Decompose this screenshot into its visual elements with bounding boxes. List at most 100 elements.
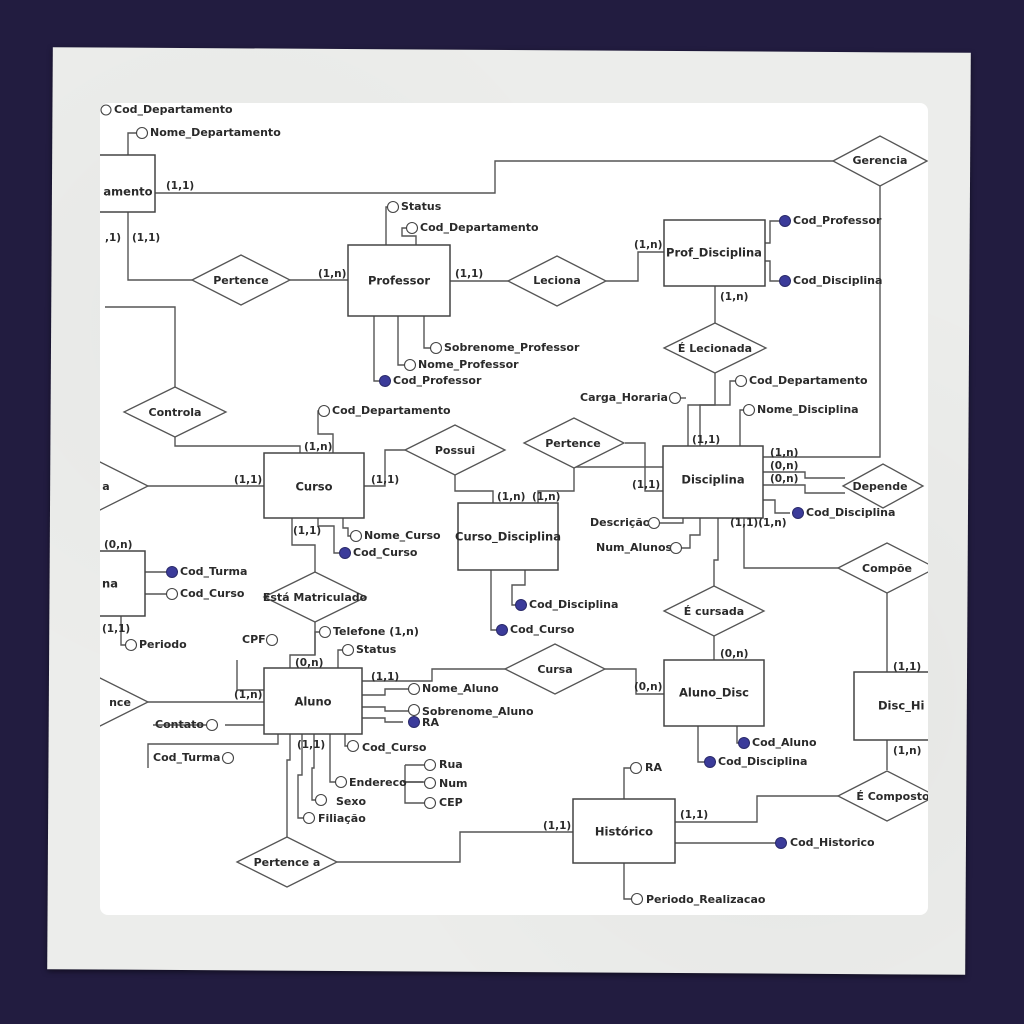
- attribute-aluno-cpf[interactable]: CPF: [242, 633, 279, 647]
- attribute-label: Cod_Turma: [153, 751, 220, 764]
- attribute-aluno-filiacao[interactable]: Filiação: [302, 811, 367, 825]
- attribute-icon: [386, 200, 400, 214]
- attribute-aluno-contato-struck[interactable]: Contato: [153, 718, 219, 732]
- relationship-pertence-a[interactable]: Pertence a: [235, 836, 339, 888]
- attribute-endereco-cep[interactable]: CEP: [423, 796, 463, 810]
- cardinality-label: (1,1): [166, 180, 194, 192]
- attribute-disc-cod-key[interactable]: Cod_Disciplina: [792, 506, 896, 519]
- attribute-aluno-cod-curso[interactable]: Cod_Curso: [346, 739, 427, 755]
- svg-text:Disciplina: Disciplina: [681, 473, 744, 487]
- attribute-aluno-telefone[interactable]: Telefone (1,n): [318, 625, 419, 639]
- key-attribute-icon: [339, 547, 351, 559]
- attribute-aluno-endereco[interactable]: Endereco: [334, 775, 408, 789]
- attribute-label: Cod_Departamento: [332, 404, 451, 417]
- entity-disc-historico[interactable]: Disc_Hi: [853, 671, 928, 741]
- entity-professor[interactable]: Professor: [347, 244, 451, 317]
- attribute-hist-periodo[interactable]: Periodo_Realizacao: [630, 892, 766, 906]
- attribute-aluno-sobrenome[interactable]: Sobrenome_Aluno: [407, 703, 534, 719]
- relationship-e-composto[interactable]: É Composto: [836, 770, 928, 822]
- attribute-disc-cod-departamento[interactable]: Cod_Departamento: [734, 374, 869, 388]
- attribute-icon: [221, 751, 235, 765]
- attribute-prof-nome[interactable]: Nome_Professor: [403, 358, 520, 372]
- attribute-curso-cod-departamento[interactable]: Cod_Departamento: [317, 404, 452, 418]
- entity-curso[interactable]: Curso: [263, 452, 365, 519]
- key-attribute-icon: [166, 566, 178, 578]
- attribute-hist-cod-key[interactable]: Cod_Historico: [775, 836, 876, 849]
- relationship-possui[interactable]: Possui: [403, 424, 507, 476]
- entity-historico[interactable]: Histórico: [572, 798, 676, 864]
- attribute-ad-cod-disciplina-key[interactable]: Cod_Disciplina: [704, 755, 808, 768]
- attribute-prof-sobrenome[interactable]: Sobrenome_Professor: [429, 341, 580, 355]
- attribute-disc-carga-horaria[interactable]: Carga_Horaria: [580, 391, 682, 405]
- relationship-leciona[interactable]: Leciona: [506, 255, 608, 307]
- relationship-cursa[interactable]: Cursa: [503, 643, 607, 695]
- attribute-label: Cod_Departamento: [749, 374, 868, 387]
- cardinality-label: (1,1): [293, 525, 321, 537]
- cardinality-label: (1,1): [543, 820, 571, 832]
- relationship-depende[interactable]: Depende: [841, 463, 925, 509]
- attribute-dep-cod[interactable]: Cod_Departamento: [100, 103, 233, 116]
- entity-disciplina[interactable]: Disciplina: [662, 445, 764, 519]
- attribute-label: Cod_Aluno: [752, 736, 817, 749]
- attribute-turma-periodo[interactable]: Periodo: [124, 638, 188, 652]
- entity-aluno[interactable]: Aluno: [263, 667, 363, 735]
- cardinality-label: (1,n): [720, 291, 748, 303]
- entity-prof-disciplina[interactable]: Prof_Disciplina: [663, 219, 766, 287]
- attribute-disc-nome[interactable]: Nome_Disciplina: [742, 403, 859, 417]
- attribute-icon: [423, 758, 437, 772]
- relationship-esta-matriculado[interactable]: Está Matriculado: [262, 571, 368, 623]
- cardinality-label: (1,1): [132, 232, 160, 244]
- attribute-aluno-cod-turma[interactable]: Cod_Turma: [153, 751, 235, 765]
- relationship-compoe[interactable]: Compõe: [836, 542, 928, 594]
- attribute-label: RA: [422, 716, 439, 729]
- attribute-curso-cod-key[interactable]: Cod_Curso: [339, 546, 418, 559]
- relationship-e-cursada[interactable]: É cursada: [662, 585, 766, 637]
- svg-text:É cursada: É cursada: [684, 605, 744, 618]
- entity-turma[interactable]: na: [100, 550, 146, 617]
- attribute-pd-cod-disciplina-key[interactable]: Cod_Disciplina: [779, 274, 883, 287]
- entity-departamento[interactable]: amento: [100, 154, 156, 213]
- attribute-prof-cod-key[interactable]: Cod_Professor: [379, 374, 482, 387]
- attribute-aluno-sexo[interactable]: Sexo: [314, 793, 367, 809]
- key-attribute-icon: [779, 215, 791, 227]
- attribute-turma-cod-curso[interactable]: Cod_Curso: [165, 587, 245, 601]
- attribute-aluno-nome[interactable]: Nome_Aluno: [407, 682, 500, 696]
- cardinality-label: (1,1)(1,n): [730, 517, 787, 529]
- attribute-icon: [124, 638, 138, 652]
- attribute-icon: [334, 775, 348, 789]
- attribute-icon: [318, 625, 332, 639]
- attribute-dep-nome[interactable]: Nome_Departamento: [135, 126, 282, 140]
- attribute-prof-cod-departamento[interactable]: Cod_Departamento: [405, 221, 540, 235]
- attribute-aluno-ra-key[interactable]: RA: [408, 716, 440, 729]
- svg-text:Prof_Disciplina: Prof_Disciplina: [666, 246, 762, 261]
- cardinality-label: (1,1): [692, 434, 720, 446]
- attribute-endereco-rua[interactable]: Rua: [423, 758, 463, 772]
- attribute-disc-num-alunos[interactable]: Num_Alunos: [596, 541, 683, 555]
- relationship-controla[interactable]: Controla: [122, 386, 228, 438]
- relationship-pertence-disciplina[interactable]: Pertence: [522, 417, 626, 469]
- relationship-left-upper[interactable]: a: [100, 461, 150, 511]
- attribute-disc-descricao[interactable]: Descrição: [590, 516, 661, 530]
- attribute-prof-status[interactable]: Status: [386, 200, 442, 214]
- relationship-pertence-professor[interactable]: Pertence: [190, 254, 292, 306]
- entity-curso-disciplina[interactable]: Curso_Disciplina: [455, 502, 561, 571]
- relationship-gerencia[interactable]: Gerencia: [831, 135, 928, 187]
- attribute-hist-ra[interactable]: RA: [629, 761, 663, 775]
- cardinality-label: (1,n): [770, 447, 798, 459]
- attribute-cd-cod-disciplina-key[interactable]: Cod_Disciplina: [515, 598, 619, 611]
- attribute-icon: [429, 341, 443, 355]
- attribute-pd-cod-professor-key[interactable]: Cod_Professor: [779, 214, 882, 227]
- attribute-endereco-num[interactable]: Num: [423, 776, 468, 790]
- attribute-icon: [346, 739, 360, 753]
- attribute-curso-nome[interactable]: Nome_Curso: [349, 529, 442, 543]
- entity-aluno-disc[interactable]: Aluno_Disc: [663, 659, 765, 727]
- attribute-ad-cod-aluno-key[interactable]: Cod_Aluno: [738, 736, 817, 749]
- relationship-e-lecionada[interactable]: É Lecionada: [662, 322, 768, 374]
- cardinality-label: (0,n): [104, 539, 132, 551]
- attribute-turma-cod-key[interactable]: Cod_Turma: [166, 565, 248, 578]
- attribute-aluno-status[interactable]: Status: [341, 643, 397, 657]
- svg-text:Gerencia: Gerencia: [853, 154, 908, 167]
- relationship-left-lower[interactable]: nce: [100, 677, 150, 727]
- attribute-label: Cod_Departamento: [114, 103, 233, 116]
- attribute-cd-cod-curso-key[interactable]: Cod_Curso: [496, 623, 575, 636]
